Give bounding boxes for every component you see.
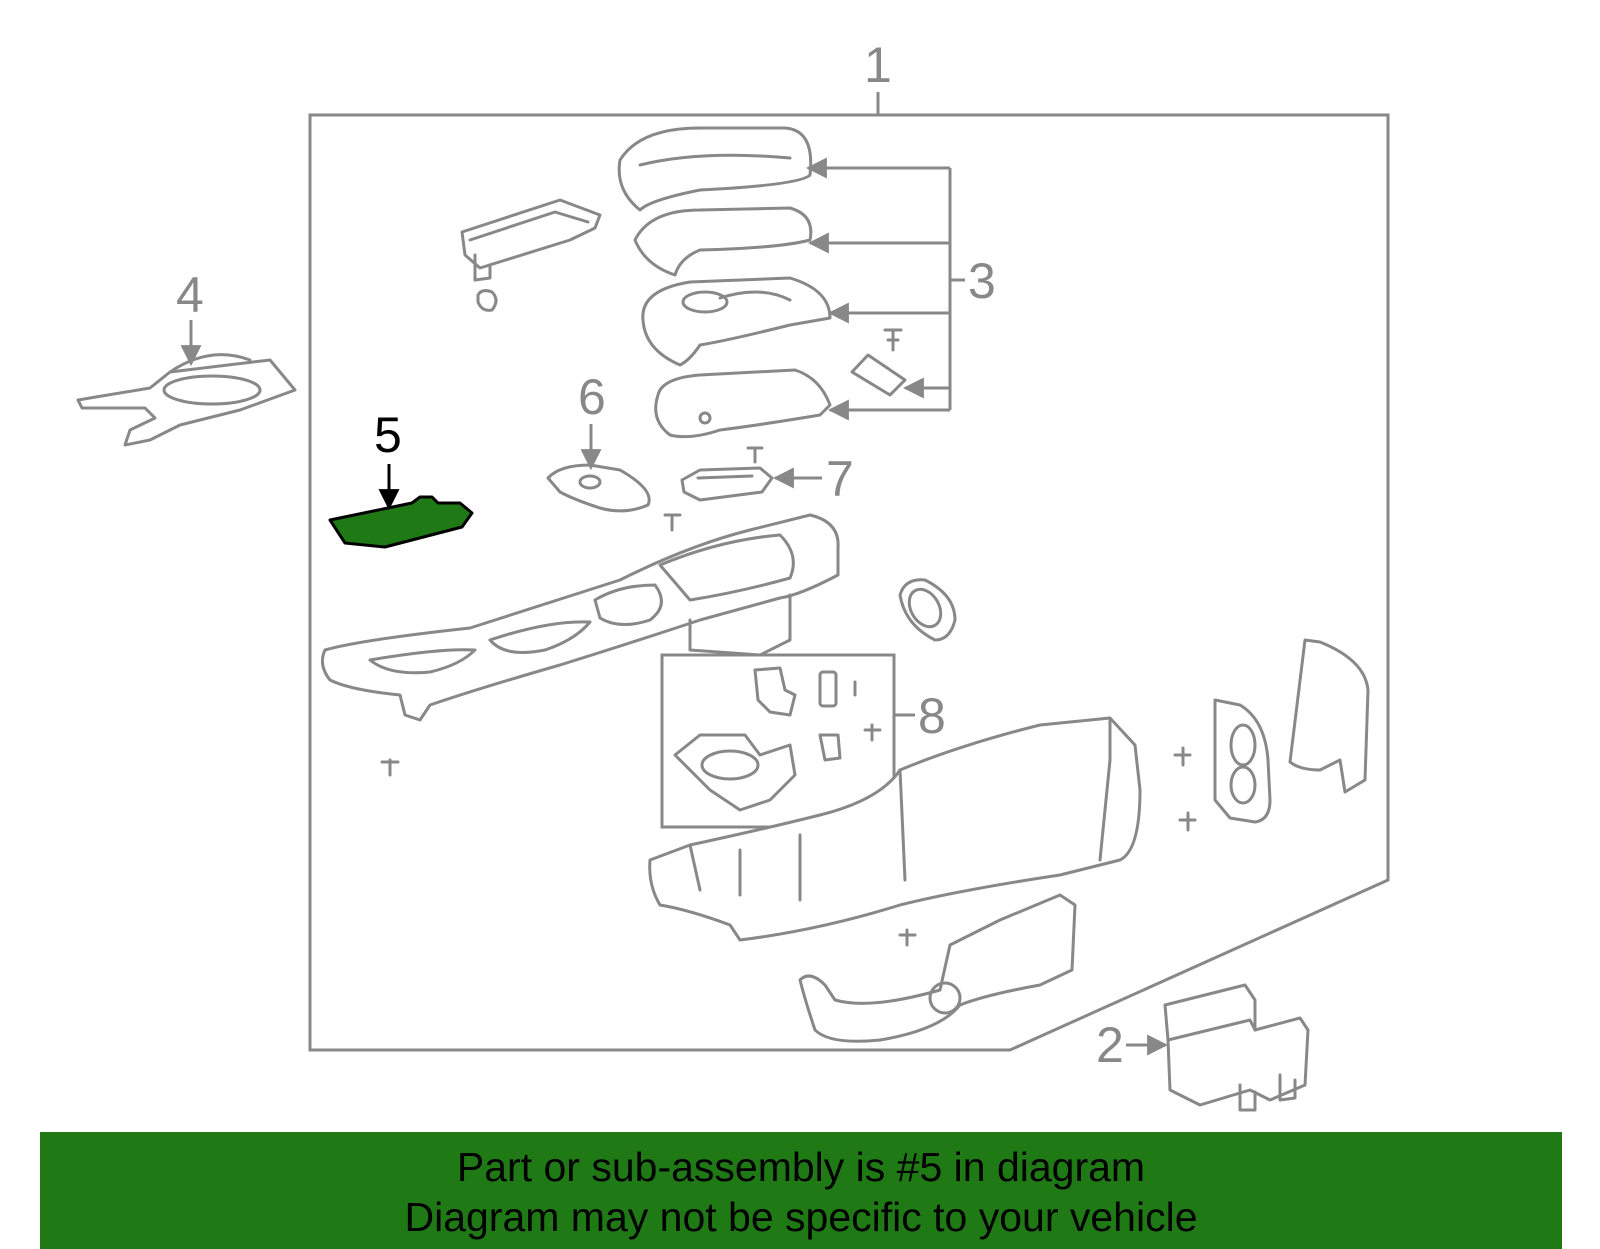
callout-6: 6 xyxy=(578,369,606,425)
assembly-frame xyxy=(308,113,1390,1052)
callout-4: 4 xyxy=(176,267,204,323)
parts-diagram: 1 4 5 3 xyxy=(76,37,1390,1112)
callout-5: 5 xyxy=(374,407,402,463)
callout-2: 2 xyxy=(1096,1017,1124,1073)
lower-trim xyxy=(798,893,1077,1043)
part-3-armrest-stack xyxy=(617,126,907,439)
part-6-plate xyxy=(546,463,651,513)
callout-8: 8 xyxy=(918,688,946,744)
callout-3-leaders xyxy=(805,157,965,421)
footer-line-2: Diagram may not be specific to your vehi… xyxy=(404,1194,1198,1240)
callout-7: 7 xyxy=(826,451,854,507)
callout-1: 1 xyxy=(864,37,892,93)
part-7-insert xyxy=(680,446,774,502)
footer-banner: Part or sub-assembly is #5 in diagram Di… xyxy=(40,1132,1562,1249)
oval-ring xyxy=(898,578,957,642)
part-2-bracket xyxy=(1163,983,1310,1112)
small-tray xyxy=(460,198,602,312)
console-base xyxy=(648,716,1197,947)
part-4-shift-plate xyxy=(76,353,297,447)
console-top xyxy=(320,513,840,777)
part-5-highlighted xyxy=(328,495,474,549)
part-8-contents xyxy=(673,666,882,812)
side-panels xyxy=(1213,638,1370,824)
callout-3: 3 xyxy=(968,253,996,309)
footer-line-1: Part or sub-assembly is #5 in diagram xyxy=(456,1144,1146,1190)
